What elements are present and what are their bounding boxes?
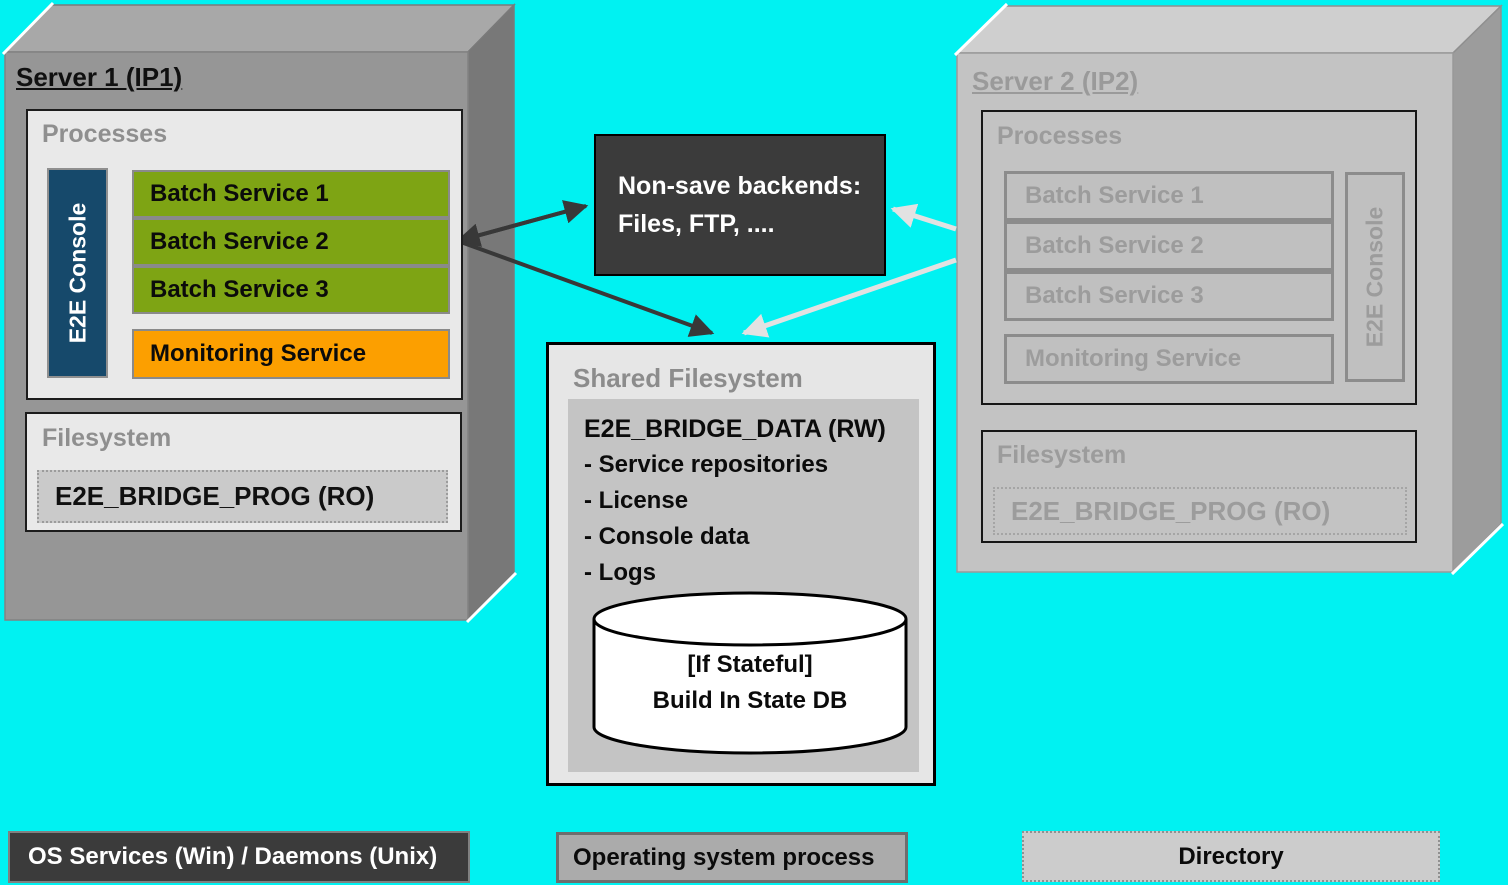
server2-processes-label: Processes xyxy=(997,122,1123,150)
server2-filesystem-panel xyxy=(981,430,1417,543)
server1-monitoring-service: Monitoring Service xyxy=(132,329,450,379)
server2-batch-service-3: Batch Service 3 xyxy=(1004,271,1334,321)
bridge-data-item-1: - Service repositories xyxy=(584,451,829,478)
server1-filesystem-label: Filesystem xyxy=(42,424,172,452)
server2-corner-highlight-bottom xyxy=(1450,522,1505,576)
server2-processes-panel xyxy=(981,110,1417,405)
server1-batch-service-3: Batch Service 3 xyxy=(132,266,450,314)
server2-title: Server 2 (IP2) xyxy=(972,66,1139,96)
shared-filesystem-contents: E2E_BRIDGE_DATA (RW) - Service repositor… xyxy=(584,411,914,591)
server2-bridge-prog-directory: E2E_BRIDGE_PROG (RO) xyxy=(993,487,1407,535)
server2-e2e-console-label: E2E Console xyxy=(1361,206,1388,348)
server1-e2e-console-label: E2E Console xyxy=(64,202,90,344)
server2-batch-service-1: Batch Service 1 xyxy=(1004,171,1334,221)
state-db-text: [If Stateful] Build In State DB xyxy=(590,647,910,719)
non-save-backends-line2: Files, FTP, .... xyxy=(618,210,775,238)
server2-corner-highlight-top xyxy=(953,2,1009,57)
legend-os-process: Operating system process xyxy=(556,832,908,883)
bridge-data-item-3: - Console data xyxy=(584,523,750,550)
bridge-data-item-4: - Logs xyxy=(584,559,656,586)
server1-corner-highlight-bottom xyxy=(465,571,518,624)
bridge-data-item-2: - License xyxy=(584,487,689,514)
legend-os-services: OS Services (Win) / Daemons (Unix) xyxy=(8,831,470,883)
server2-filesystem-label: Filesystem xyxy=(997,441,1127,469)
server2-monitoring-service: Monitoring Service xyxy=(1004,334,1334,384)
server2-batch-service-2: Batch Service 2 xyxy=(1004,221,1334,271)
legend-directory: Directory xyxy=(1022,831,1440,882)
non-save-backends-box: Non-save backends: Files, FTP, .... xyxy=(594,134,886,276)
server1-arrows xyxy=(455,200,715,337)
arrow-server2-to-backends xyxy=(890,203,957,232)
server1-processes-label: Processes xyxy=(42,120,168,148)
server1-batch-service-2: Batch Service 2 xyxy=(132,218,450,266)
database-cylinder-icon xyxy=(592,591,908,755)
server2-e2e-console: E2E Console xyxy=(1345,172,1405,382)
arrow-backends-to-server1 xyxy=(455,204,587,247)
server1-batch-service-1: Batch Service 1 xyxy=(132,170,450,218)
server1-title: Server 1 (IP1) xyxy=(16,62,183,92)
server1-bridge-prog-directory: E2E_BRIDGE_PROG (RO) xyxy=(37,470,448,523)
arrow-server2-to-sharedfs xyxy=(741,257,957,338)
state-db-line2: Build In State DB xyxy=(652,687,848,714)
shared-filesystem-label: Shared Filesystem xyxy=(573,363,803,393)
state-db-line1: [If Stateful] xyxy=(687,651,813,678)
arrow-server1-to-sharedfs xyxy=(457,239,715,337)
server1-e2e-console: E2E Console xyxy=(47,168,108,378)
non-save-backends-line1: Non-save backends: xyxy=(618,172,862,200)
state-db-cylinder: [If Stateful] Build In State DB xyxy=(590,589,910,759)
server2-arrows xyxy=(741,203,957,338)
bridge-data-heading: E2E_BRIDGE_DATA (RW) xyxy=(584,415,886,443)
server1-corner-highlight-top xyxy=(1,1,55,56)
